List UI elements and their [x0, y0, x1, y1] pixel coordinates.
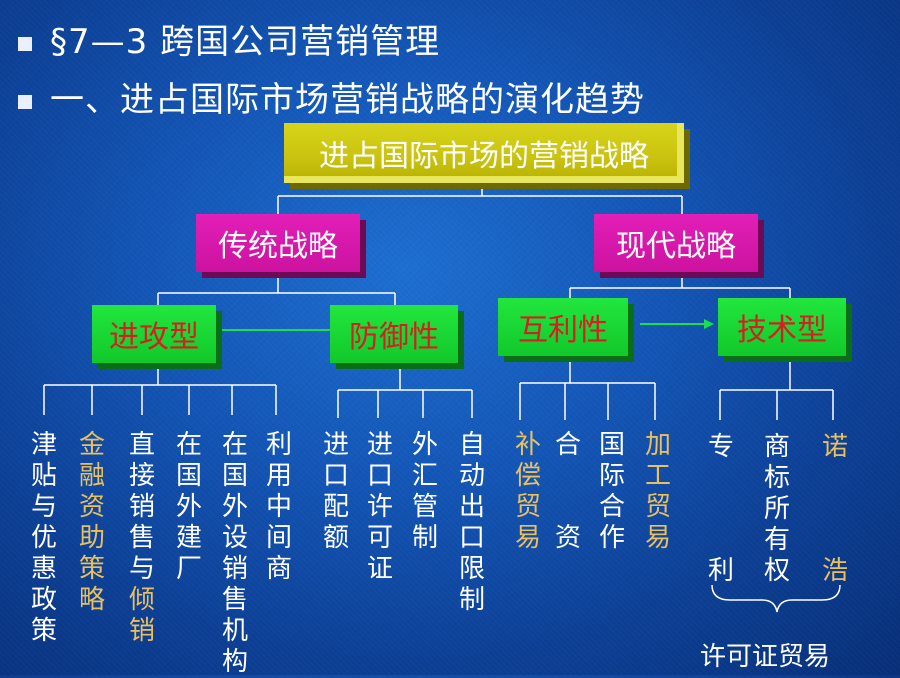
- leaf-use-intermediaries: 利用中间商: [265, 430, 292, 584]
- mutual-benefit-label: 互利性: [518, 313, 608, 348]
- leaf-knowhow-bottom: 浩: [822, 556, 849, 586]
- offensive-label: 进攻型: [109, 320, 199, 355]
- traditional-strategy-box: 传统战略: [196, 214, 360, 272]
- leaf-trademark-ownership: 商标所有权: [763, 432, 790, 586]
- technology-box: 技术型: [718, 298, 846, 356]
- section-title: §7—3 跨国公司营销管理: [50, 22, 441, 62]
- mutual-benefit-box: 互利性: [498, 298, 628, 356]
- leaf-joint-venture-bottom: 资: [555, 523, 582, 553]
- leaf-import-license: 进口许可证: [366, 430, 393, 584]
- bullet-icon: [18, 95, 32, 109]
- modern-strategy-box: 现代战略: [594, 214, 758, 272]
- leaf-knowhow-top: 诺: [822, 432, 849, 462]
- leaf-voluntary-export-restraint: 自动出口限制: [458, 430, 485, 615]
- leaf-international-cooperation: 国际合作: [598, 430, 625, 553]
- leaf-direct-sales-dumping: 直接销售与倾销: [128, 430, 155, 646]
- leaf-exchange-control: 外汇管制: [411, 430, 438, 553]
- leaf-patent-top: 专: [708, 432, 735, 462]
- root-strategy-box: 进占国际市场的营销战略: [284, 123, 684, 183]
- offensive-box: 进攻型: [92, 305, 216, 363]
- leaf-processing-trade: 加工贸易: [644, 430, 671, 553]
- defensive-box: 防御性: [330, 305, 458, 363]
- bullet-icon: [18, 37, 32, 51]
- leaf-compensation-trade: 补偿贸易: [514, 430, 541, 553]
- leaf-patent-bottom: 利: [708, 556, 735, 586]
- root-strategy-label: 进占国际市场的营销战略: [319, 139, 649, 174]
- leaf-build-factory-abroad: 在国外建厂: [175, 430, 202, 584]
- technology-label: 技术型: [737, 313, 827, 348]
- license-trade-label: 许可证贸易: [700, 642, 831, 672]
- leaf-financial-aid: 金融资助策略: [78, 430, 105, 615]
- modern-strategy-label: 现代战略: [616, 229, 736, 264]
- defensive-label: 防御性: [349, 320, 439, 355]
- leaf-import-quota: 进口配额: [322, 430, 349, 553]
- leaf-sales-office-abroad: 在国外设销售机构: [221, 430, 248, 677]
- leaf-subsidy-preference: 津贴与优惠政策: [30, 430, 57, 646]
- traditional-strategy-label: 传统战略: [218, 229, 338, 264]
- subsection-title: 一、进占国际市场营销战略的演化趋势: [50, 80, 645, 120]
- leaf-joint-venture-top: 合: [555, 430, 582, 460]
